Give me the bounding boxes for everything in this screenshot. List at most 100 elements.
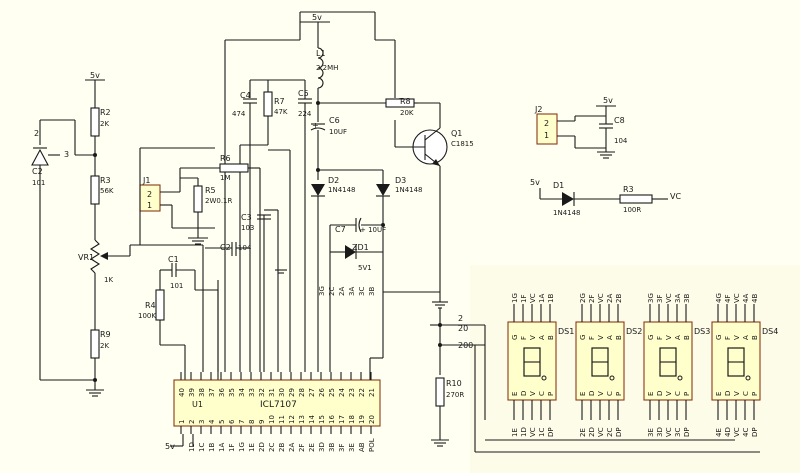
zd1-value: 5V1 xyxy=(358,264,372,272)
display-segment-letter: C xyxy=(674,391,682,396)
display-segment-letter: E xyxy=(647,392,655,396)
display-pin-label: 3F xyxy=(656,295,664,303)
vr1-ref: VR1 xyxy=(78,253,94,262)
u1-pin-label: 3E xyxy=(348,443,356,452)
u1-pin-number: 20 xyxy=(368,415,376,424)
r4-value: 100K xyxy=(138,312,156,320)
c2-value: 104 xyxy=(238,244,252,252)
u1-pin-label: 2D xyxy=(258,442,266,452)
r3-ref: R3 xyxy=(100,176,111,185)
display-pin-label: 1D xyxy=(520,427,528,437)
dp-net-20: 20 xyxy=(458,324,468,333)
zener-zd1 xyxy=(345,245,356,259)
display-segment-letter: G xyxy=(579,335,587,340)
q1-ref: Q1 xyxy=(451,129,462,138)
u1-pin-label: 2C xyxy=(328,287,336,296)
u1-pin-number: 33 xyxy=(248,388,256,397)
d2-value: 1N4148 xyxy=(328,186,356,194)
display-segment-letter: P xyxy=(683,392,691,396)
supply-5v-left: 5v xyxy=(90,71,100,80)
c2-trimmer-ref: C2 xyxy=(32,167,43,176)
u1-pin-number: 29 xyxy=(288,388,296,397)
display-segment-letter: P xyxy=(547,392,555,396)
display-ref: DS1 xyxy=(558,327,574,336)
display-segment-letter: V xyxy=(733,391,741,396)
display-pin-label: 2E xyxy=(579,428,587,437)
u1-pin-number: 34 xyxy=(238,388,246,397)
display-body xyxy=(575,321,625,401)
u1-pin-label: 2A xyxy=(288,443,296,452)
display-segment-letter: D xyxy=(588,391,596,396)
d3-value: 1N4148 xyxy=(395,186,423,194)
display-segment-letter: C xyxy=(538,391,546,396)
u1-pin-label: 3B xyxy=(368,287,376,296)
u1-pin-label: 1B xyxy=(208,443,216,452)
display-pin-label: DP xyxy=(751,427,759,437)
u1-pin-number: 16 xyxy=(328,415,336,424)
u1-pin-number: 2 xyxy=(188,420,196,424)
u1-pin-number: 3 xyxy=(198,420,206,424)
r2-value: 2K xyxy=(100,120,109,128)
display-pin-label: DP xyxy=(683,427,691,437)
display-segment-letter: P xyxy=(615,392,623,396)
c3-value: 103 xyxy=(241,224,254,232)
u1-pin-number: 12 xyxy=(288,415,296,424)
display-segment-letter: A xyxy=(606,335,614,340)
u1-pin-label: 3F xyxy=(338,444,346,452)
u1-ref: U1 xyxy=(192,400,203,409)
ic-u1-icl7107 xyxy=(173,379,381,427)
display-pin-label: 1C xyxy=(538,428,546,437)
l1-value: 2.2MH xyxy=(316,64,338,72)
u1-pin-number: 4 xyxy=(208,419,216,424)
u1-pin-number: 25 xyxy=(328,388,336,397)
resistor-r7 xyxy=(263,91,273,117)
u1-pin-number: 22 xyxy=(358,388,366,397)
display-pin-label: VC xyxy=(733,427,741,437)
j1-pin1: 1 xyxy=(147,201,152,210)
display-ref: DS4 xyxy=(762,327,778,336)
display-segment-letter: F xyxy=(724,336,732,340)
display-segment-letter: D xyxy=(656,391,664,396)
resistor-r3 xyxy=(90,175,100,205)
cap-c7-plate-curved xyxy=(358,217,362,233)
display-pin-label: 1G xyxy=(511,293,519,303)
u1-pin-number: 18 xyxy=(348,415,356,424)
u1-pin-label: AB xyxy=(358,442,366,452)
u1-pin-label: 2F xyxy=(298,444,306,452)
u1-pin-number: 14 xyxy=(308,415,316,424)
u1-pin-label: 1F xyxy=(228,444,236,452)
diode-d1 xyxy=(562,192,574,206)
display-body xyxy=(711,321,761,401)
r5-value: 2W0.1R xyxy=(205,197,233,205)
c7-value: + 10UF xyxy=(360,226,386,234)
net-vc: VC xyxy=(670,192,681,201)
r3-vc-ref: R3 xyxy=(623,185,634,194)
display-pin-label: VC xyxy=(529,427,537,437)
display-body xyxy=(507,321,557,401)
u1-pin-number: 23 xyxy=(348,388,356,397)
u1-pin-number: 35 xyxy=(228,388,236,397)
display-pin-label: 1F xyxy=(520,295,528,303)
display-segment-letter: A xyxy=(742,335,750,340)
u1-pin-number: 40 xyxy=(178,388,186,397)
display-pin-label: VC xyxy=(665,293,673,303)
display-segment-letter: A xyxy=(674,335,682,340)
display-segment-letter: G xyxy=(511,335,519,340)
display-pin-label: VC xyxy=(529,293,537,303)
display-dp xyxy=(677,375,683,381)
j2-ref: J2 xyxy=(534,105,542,114)
display-pin-label: 2G xyxy=(579,293,587,303)
u1-pin-label: 3D xyxy=(318,442,326,452)
display-body xyxy=(643,321,693,401)
display-segment-letter: V xyxy=(529,335,537,340)
display-pin-label: 3E xyxy=(647,428,655,437)
resistor-r9 xyxy=(90,329,100,359)
u1-pin-label: 1A xyxy=(218,443,226,452)
diode-d3 xyxy=(376,184,390,196)
diode-d2 xyxy=(311,184,325,196)
r3-vc-value: 100R xyxy=(623,206,641,214)
